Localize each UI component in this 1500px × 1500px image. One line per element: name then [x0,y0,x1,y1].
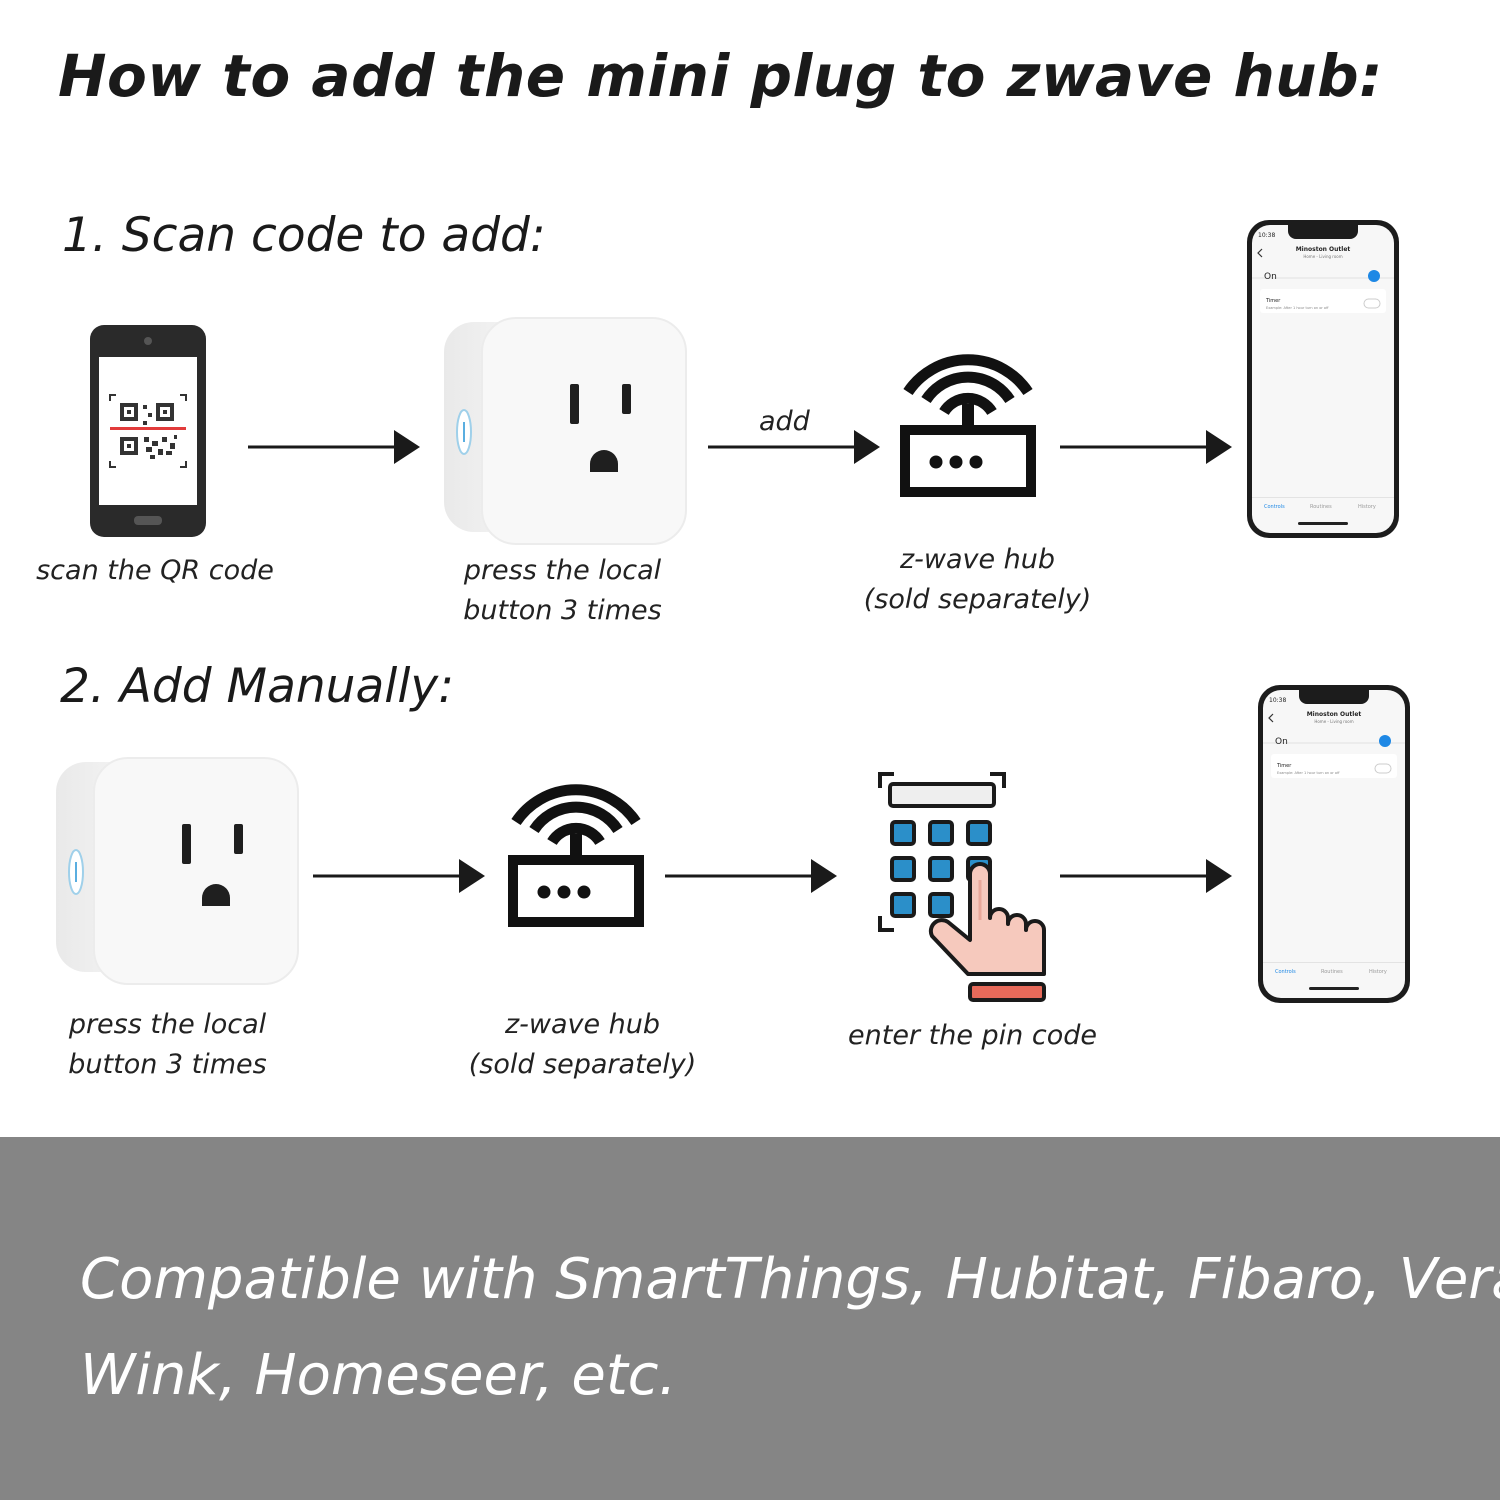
compatibility-text: Compatible with SmartThings, Hubitat, Fi… [80,1247,1500,1408]
phone-qr-icon [90,325,206,537]
section-2-heading: 2. Add Manually: [60,659,455,714]
arrow-icon [248,430,420,464]
step-2-3-caption: enter the pin code [848,1020,1097,1051]
arrow-icon [1060,430,1232,464]
step-1-3-caption: z-wave hub (sold separately) [863,544,1092,615]
compatibility-banner [0,1137,1500,1500]
step-2-1-caption: press the local button 3 times [68,1009,267,1080]
arrow-icon [313,859,485,893]
arrow-icon [665,859,837,893]
mini-plug-icon [56,757,299,985]
arrow-icon [1060,859,1232,893]
keypad-hand-icon [878,772,1046,1002]
zwave-hub-icon [508,784,644,927]
section-1-heading: 1. Scan code to add: [62,208,546,263]
add-arrow-label: add [759,406,810,437]
mini-plug-icon [444,317,687,545]
app-phone-icon: 10:38 Minoston Outlet Home - Living room… [1257,684,1411,1004]
page-title: How to add the mini plug to zwave hub: [58,42,1383,110]
step-1-1-caption: scan the QR code [36,555,274,586]
arrow-icon [708,430,880,464]
zwave-hub-icon [900,354,1036,497]
step-1-2-caption: press the local button 3 times [463,555,662,626]
step-2-2-caption: z-wave hub (sold separately) [468,1009,697,1080]
app-phone-icon: 10:38 Minoston Outlet Home - Living room… [1246,219,1400,539]
